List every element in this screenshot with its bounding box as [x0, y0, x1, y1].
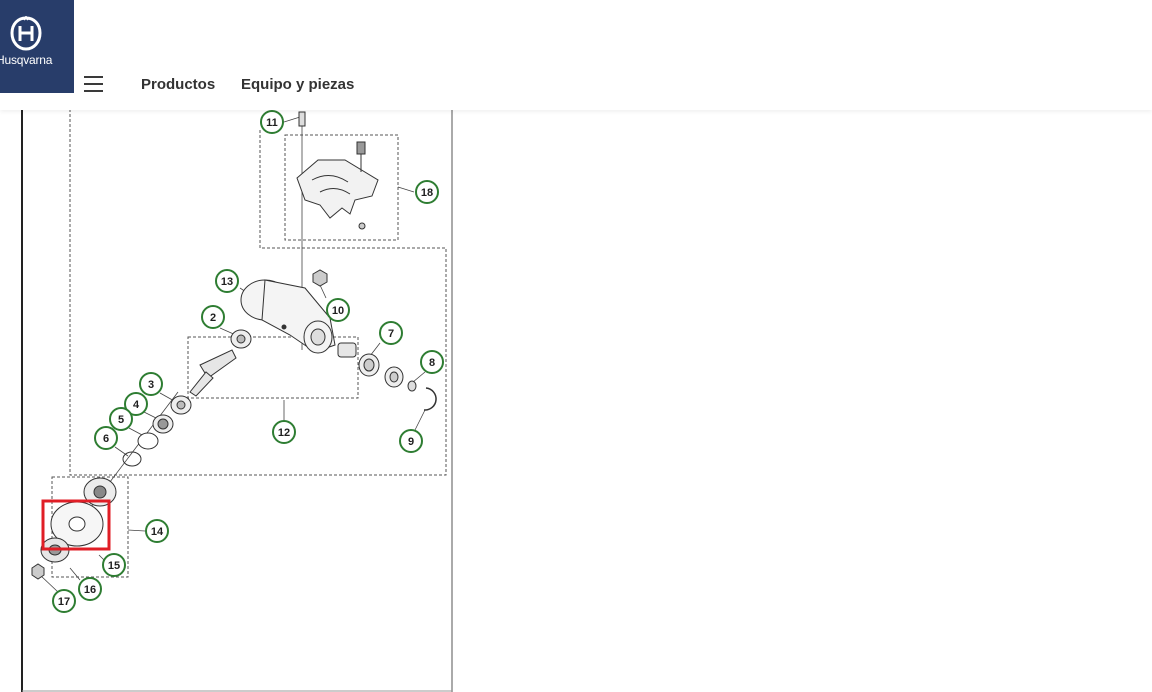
part-7-bearing-shape [358, 353, 404, 388]
callout-label: 16 [84, 584, 96, 596]
callout-5[interactable]: 5 [109, 407, 133, 431]
part-8-washer-shape [407, 380, 417, 392]
callout-13[interactable]: 13 [215, 269, 239, 293]
part-12-shaft-gear-shape [189, 342, 357, 397]
husqvarna-crown-icon [10, 16, 42, 51]
callout-circle [145, 519, 169, 543]
callout-label: 14 [151, 526, 164, 538]
callout-circle [78, 577, 102, 601]
callout-14[interactable]: 14 [145, 519, 169, 543]
callout-12[interactable]: 12 [272, 420, 296, 444]
callout-circle [52, 589, 76, 613]
callout-10[interactable]: 10 [326, 298, 350, 322]
callout-label: 13 [221, 276, 233, 288]
part-13-gear-housing-shape [240, 279, 336, 354]
callout-6[interactable]: 6 [94, 426, 118, 450]
callout-label: 3 [148, 379, 154, 391]
part-17-nut-shape [31, 563, 45, 580]
part-10-nut-shape [312, 269, 328, 287]
callout-4[interactable]: 4 [124, 392, 148, 416]
callout-9[interactable]: 9 [399, 429, 423, 453]
callout-18[interactable]: 18 [415, 180, 439, 204]
part-14-flange-shape [83, 477, 117, 507]
hamburger-menu-icon[interactable] [84, 75, 103, 93]
callout-3[interactable]: 3 [139, 372, 163, 396]
callout-circle [415, 180, 439, 204]
callout-circle [94, 426, 118, 450]
callout-circle [139, 372, 163, 396]
callout-label: 5 [118, 414, 124, 426]
callout-label: 6 [103, 433, 109, 445]
brand-name: Husqvarna [0, 53, 53, 67]
part-15-disc-shape [50, 501, 104, 547]
callout-circle [420, 350, 444, 374]
callout-label: 17 [58, 596, 70, 608]
callout-circle [399, 429, 423, 453]
callout-label: 4 [133, 399, 140, 411]
highlight-box-part-15[interactable] [41, 499, 111, 551]
part-18-guard-shape [296, 141, 379, 230]
callout-15[interactable]: 15 [102, 553, 126, 577]
parts-3-6-shapes [122, 395, 192, 467]
site-header: Husqvarna Productos Equipo y piezas [0, 0, 1152, 110]
callout-16[interactable]: 16 [78, 577, 102, 601]
callout-label: 12 [278, 427, 290, 439]
callout-11[interactable]: 11 [260, 110, 284, 134]
callout-circle [215, 269, 239, 293]
callout-circle [102, 553, 126, 577]
callout-circle [260, 110, 284, 134]
part-11-bolt-shape [298, 111, 306, 127]
callout-circle [272, 420, 296, 444]
callout-circle [201, 305, 225, 329]
callout-17[interactable]: 17 [52, 589, 76, 613]
callout-label: 7 [388, 328, 394, 340]
callout-label: 11 [266, 117, 278, 129]
callout-7[interactable]: 7 [379, 321, 403, 345]
nav-link-productos[interactable]: Productos [141, 76, 216, 93]
callout-circle [124, 392, 148, 416]
brand-logo[interactable]: Husqvarna [0, 0, 74, 93]
callout-label: 18 [421, 187, 433, 199]
callout-2[interactable]: 2 [201, 305, 225, 329]
callout-label: 15 [108, 560, 120, 572]
callout-label: 8 [429, 357, 435, 369]
callout-8[interactable]: 8 [420, 350, 444, 374]
callout-circle [379, 321, 403, 345]
callout-label: 2 [210, 312, 216, 324]
callout-label: 9 [408, 436, 414, 448]
callout-label: 10 [332, 305, 344, 317]
nav-link-equipo-y-piezas[interactable]: Equipo y piezas [241, 76, 355, 93]
part-9-circlip-shape [423, 387, 437, 411]
part-2-bearing-shape [230, 329, 252, 349]
callout-circle [326, 298, 350, 322]
callout-circle [109, 407, 133, 431]
